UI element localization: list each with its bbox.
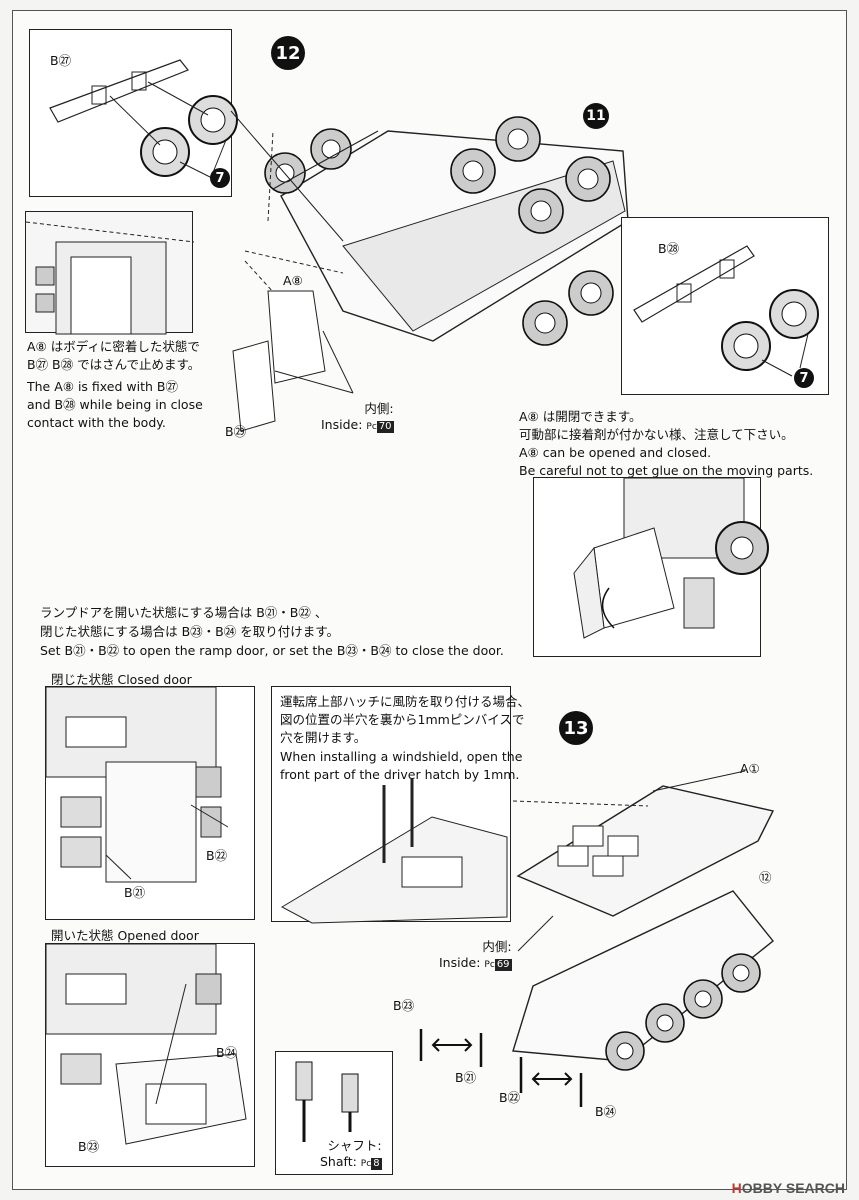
wheel-assembly-drawing-right [633, 245, 819, 377]
note-a8-open-line4: Be careful not to get glue on the moving… [519, 463, 814, 478]
note-windshield-line1: 運転席上部ハッチに風防を取り付ける場合、 [280, 694, 531, 709]
opened-door-drawing [45, 943, 247, 1145]
windshield-panel: 運転席上部ハッチに風防を取り付ける場合、 図の位置の半穴を裏から1mmピンバイス… [271, 686, 530, 924]
pc-ref-8: 8 [371, 1158, 382, 1170]
pc-ref-prefix-8: Pc [360, 1159, 372, 1169]
open-hatch-panel [533, 477, 769, 657]
label-b24-opened: B㉔ [216, 1045, 238, 1060]
watermark-obby: OBBY [741, 1180, 782, 1196]
inside-en-13: Inside: [439, 955, 481, 970]
note-ramp-line1: ランプドアを開いた状態にする場合は B㉑・B㉒ 、 [40, 605, 328, 620]
label-b21-step13: B㉑ [455, 1070, 477, 1085]
note-a8-open-line3: A⑧ can be opened and closed. [519, 445, 712, 460]
open-hatch-drawing [573, 477, 769, 639]
hull-drawing-step13 [419, 770, 775, 1107]
label-b24-step13: B㉔ [595, 1104, 617, 1119]
wheel-detail-panel-left: B㉗ 7 [29, 29, 238, 197]
watermark: HOBBY​ SEARCH [731, 1180, 845, 1196]
pc-ref-70: 70 [376, 421, 394, 433]
label-a1: A① [740, 761, 760, 776]
note-a8-fixed-line2: B㉗ B㉘ ではさんで止めます。 [27, 357, 201, 372]
label-a8-top: A⑧ [283, 273, 303, 288]
rear-detail-drawing [25, 221, 195, 335]
inside-jp: 内側: [364, 401, 394, 416]
step-7-badge-right: 7 [794, 368, 814, 388]
opened-door-panel: B㉔ B㉓ [45, 943, 255, 1167]
note-windshield-line4: When installing a windshield, open the [280, 749, 523, 764]
watermark-h: H [731, 1180, 742, 1196]
chassis-drawing-step12 [230, 110, 629, 432]
caption-opened: 開いた状態 Opened door [51, 928, 199, 943]
label-b29: B㉙ [225, 424, 247, 439]
note-windshield-line3: 穴を開けます。 [280, 730, 367, 745]
label-b27: B㉗ [50, 53, 72, 68]
caption-closed: 閉じた状態 Closed door [51, 672, 192, 687]
inside-jp-13: 内側: [482, 939, 512, 954]
note-a8-fixed-line4: and B㉘ while being in close [27, 397, 203, 412]
step-7-badge-left: 7 [210, 168, 230, 188]
pc-ref-prefix-13: Pc [484, 960, 495, 970]
instruction-sheet: 12 B㉗ 7 [12, 10, 847, 1190]
note-a8-fixed-line1: A⑧ はボディに密着した状態で [27, 339, 200, 354]
note-a8-fixed-line5: contact with the body. [27, 415, 166, 430]
shaft-jp: シャフト: [327, 1138, 382, 1153]
wheel-assembly-drawing-left [49, 59, 238, 179]
label-b23-opened: B㉓ [78, 1139, 100, 1154]
wheel-detail-panel-right: B㉘ 7 [621, 217, 829, 395]
pc-ref-prefix: Pc [366, 422, 377, 432]
windshield-drill-drawing [280, 779, 508, 924]
label-b28: B㉘ [658, 241, 680, 256]
note-a8-open-line1: A⑧ は開閉できます。 [519, 409, 642, 424]
step-12-badge: 12 [271, 36, 305, 70]
closed-door-panel: B㉒ B㉑ [45, 686, 255, 920]
label-b21-closed: B㉑ [124, 885, 146, 900]
rear-detail-panel [25, 211, 195, 335]
label-step12-ref: ⑫ [759, 870, 772, 885]
inside-en: Inside: [321, 417, 363, 432]
note-a8-fixed-line3: The A⑧ is fixed with B㉗ [27, 379, 178, 394]
note-ramp-line3: Set B㉑・B㉒ to open the ramp door, or set … [40, 643, 504, 658]
note-ramp-line2: 閉じた状態にする場合は B㉓・B㉔ を取り付けます。 [40, 624, 339, 639]
note-windshield-line5: front part of the driver hatch by 1mm. [280, 767, 520, 782]
shaft-en: Shaft: [320, 1154, 357, 1169]
closed-door-drawing [45, 686, 229, 883]
label-b22-closed: B㉒ [206, 848, 228, 863]
step-13-badge: 13 [559, 711, 593, 745]
label-b23-step13: B㉓ [393, 998, 415, 1013]
label-b22-step13: B㉒ [499, 1090, 521, 1105]
watermark-search: SEARCH [785, 1180, 845, 1196]
pc-ref-69: 69 [494, 959, 512, 971]
step-11-badge: 11 [583, 103, 609, 129]
note-windshield-line2: 図の位置の半穴を裏から1mmピンバイスで [280, 712, 525, 727]
note-a8-open-line2: 可動部に接着剤が付かない様、注意して下さい。 [519, 427, 794, 442]
shaft-drawing [295, 1061, 359, 1142]
